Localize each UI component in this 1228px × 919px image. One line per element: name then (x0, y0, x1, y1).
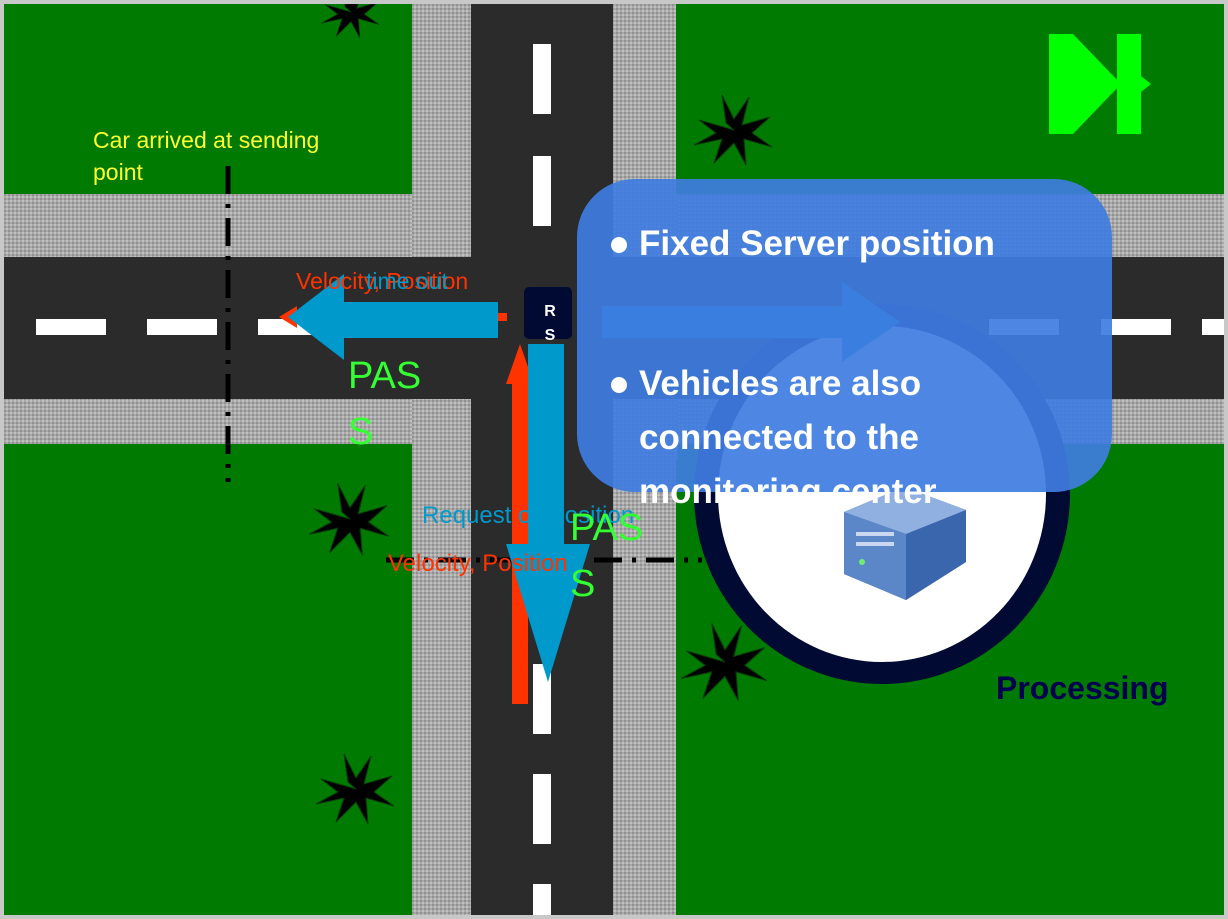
palm-tree-icon (309, 482, 390, 556)
rs-label: R S (544, 303, 556, 344)
time-out-label: time out (366, 268, 448, 294)
request-position-label: Request on position (422, 502, 635, 529)
info-overlay: Fixed Server position Vehicles are also … (577, 179, 1112, 511)
skip-forward-icon[interactable] (1047, 32, 1151, 136)
palm-tree-icon (694, 94, 773, 166)
lane-dash (36, 319, 106, 335)
roadside-server-box (524, 287, 572, 339)
server-icon (844, 487, 966, 600)
palm-tree-icon (681, 623, 768, 701)
pass-label-left: PAS S (348, 355, 422, 453)
overlay-bullet: Fixed Server position (611, 217, 1079, 271)
velocity-position-label: Velocity, Position (296, 268, 469, 294)
car-arrived-label: Car arrived at sending point (93, 127, 320, 185)
processing-label: Processing (996, 670, 1169, 706)
lane-dash (1202, 319, 1224, 335)
lane-dash (533, 774, 551, 844)
sending-point-line (225, 166, 231, 482)
grass-block-top-left (4, 4, 410, 194)
overlay-bullet-text: Fixed Server position (639, 224, 995, 263)
overlay-bullet-text: Vehicles are also connected to the monit… (639, 364, 937, 511)
overlay-bullet: Vehicles are also connected to the monit… (611, 357, 1079, 519)
blue-arrow-down-icon (506, 344, 590, 682)
palm-tree-icon (316, 753, 395, 825)
lane-dash (533, 884, 551, 915)
velocity-position-label: Velocity, Position (388, 550, 568, 577)
bullet-dot (611, 377, 627, 393)
lane-dash (147, 319, 217, 335)
bullet-dot (611, 237, 627, 253)
palm-tree-icon (321, 4, 380, 38)
lane-dash (533, 44, 551, 114)
blue-arrow-left-icon (288, 274, 498, 360)
lane-dash (1101, 319, 1171, 335)
traffic-scene: R S Car arrived at sending point Velocit… (4, 4, 1224, 915)
lane-dash (533, 664, 551, 734)
pass-label-right: PAS S (570, 507, 644, 605)
lane-dash (533, 156, 551, 226)
red-arrow-up-icon (506, 344, 534, 704)
